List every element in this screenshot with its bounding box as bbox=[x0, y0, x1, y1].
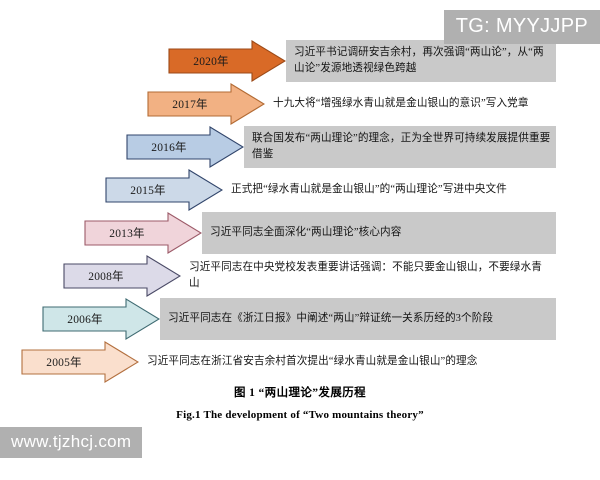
timeline-row: 2015年正式把“绿水青山就是金山银山”的“两山理论”写进中央文件 bbox=[0, 169, 600, 211]
timeline-diagram: 2020年习近平书记调研安吉余村，再次强调“两山论”，从“两山论”发源地透视绿色… bbox=[0, 38, 600, 383]
timeline-row: 2017年十九大将“增强绿水青山就是金山银山的意识”写入党章 bbox=[0, 83, 600, 125]
row-highlight-band bbox=[286, 40, 556, 82]
watermark-bottom-left: www.tjzhcj.com bbox=[0, 427, 143, 458]
timeline-row: 2008年习近平同志在中央党校发表重要讲话强调：不能只要金山银山，不要绿水青山 bbox=[0, 255, 600, 297]
year-arrow[interactable]: 2015年 bbox=[105, 169, 223, 211]
arrow-shape-icon bbox=[42, 298, 160, 340]
caption-chinese: 图 1 “两山理论”发展历程 bbox=[233, 387, 367, 399]
year-arrow[interactable]: 2006年 bbox=[42, 298, 160, 340]
arrow-shape-icon bbox=[63, 255, 181, 297]
year-arrow[interactable]: 2008年 bbox=[63, 255, 181, 297]
year-arrow[interactable]: 2005年 bbox=[21, 341, 139, 383]
arrow-shape-icon bbox=[147, 83, 265, 125]
row-description: 习近平同志在中央党校发表重要讲话强调：不能只要金山银山，不要绿水青山 bbox=[189, 261, 542, 289]
row-highlight-band bbox=[244, 126, 556, 168]
year-arrow[interactable]: 2013年 bbox=[84, 212, 202, 254]
arrow-shape-icon bbox=[168, 40, 286, 82]
arrow-shape-icon bbox=[21, 341, 139, 383]
year-arrow[interactable]: 2020年 bbox=[168, 40, 286, 82]
row-description: 习近平同志在《浙江日报》中阐述“两山”辩证统一关系历经的3个阶段 bbox=[168, 312, 494, 324]
timeline-row: 2013年习近平同志全面深化“两山理论”核心内容 bbox=[0, 212, 600, 254]
row-description: 习近平书记调研安吉余村，再次强调“两山论”，从“两山论”发源地透视绿色跨越 bbox=[294, 46, 544, 74]
arrow-shape-icon bbox=[105, 169, 223, 211]
row-highlight-band bbox=[160, 298, 556, 340]
timeline-row: 2005年习近平同志在浙江省安吉余村首次提出“绿水青山就是金山银山”的理念 bbox=[0, 341, 600, 383]
year-arrow[interactable]: 2016年 bbox=[126, 126, 244, 168]
row-highlight-band bbox=[202, 212, 556, 254]
row-description: 正式把“绿水青山就是金山银山”的“两山理论”写进中央文件 bbox=[231, 183, 507, 195]
arrow-shape-icon bbox=[126, 126, 244, 168]
row-description: 联合国发布“两山理论”的理念，正为全世界可持续发展提供重要借鉴 bbox=[252, 132, 551, 160]
timeline-row: 2016年联合国发布“两山理论”的理念，正为全世界可持续发展提供重要借鉴 bbox=[0, 126, 600, 168]
timeline-row: 2006年习近平同志在《浙江日报》中阐述“两山”辩证统一关系历经的3个阶段 bbox=[0, 298, 600, 340]
row-description: 十九大将“增强绿水青山就是金山银山的意识”写入党章 bbox=[273, 97, 529, 109]
arrow-shape-icon bbox=[84, 212, 202, 254]
timeline-row: 2020年习近平书记调研安吉余村，再次强调“两山论”，从“两山论”发源地透视绿色… bbox=[0, 40, 600, 82]
row-description: 习近平同志在浙江省安吉余村首次提出“绿水青山就是金山银山”的理念 bbox=[147, 355, 478, 367]
watermark-top-right: TG: MYYJJPP bbox=[443, 10, 600, 44]
caption-english: Fig.1 The development of “Two mountains … bbox=[176, 409, 424, 421]
year-arrow[interactable]: 2017年 bbox=[147, 83, 265, 125]
row-description: 习近平同志全面深化“两山理论”核心内容 bbox=[210, 226, 402, 238]
figure-caption-block: 图 1 “两山理论”发展历程 Fig.1 The development of … bbox=[0, 384, 600, 421]
